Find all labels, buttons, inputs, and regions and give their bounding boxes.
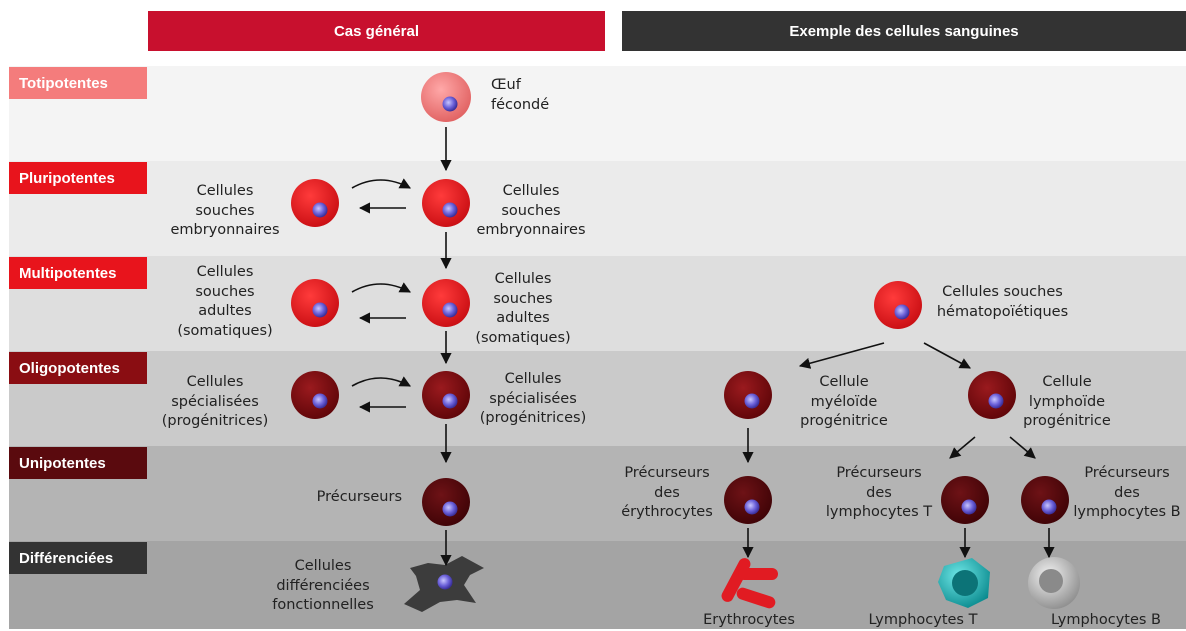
cell-lymphocyte-t — [938, 558, 990, 608]
label-multi-right: Cellules souches adultes (somatiques) — [475, 271, 571, 346]
row-label-unipotent: Unipotentes — [9, 447, 147, 479]
blood-arrows — [742, 342, 1055, 559]
label-hsc: Cellules souches hématopoïétiques — [936, 284, 1069, 320]
label-erythrocytes: Erythrocytes — [703, 612, 795, 628]
header-general: Cas général — [148, 11, 605, 51]
label-b-precursor: Précurseurs des lymphocytes B — [1073, 465, 1181, 520]
row-label-multipotent: Multipotentes — [9, 257, 147, 289]
cell-lymphocyte-b — [1028, 557, 1080, 609]
row-label-totipotent: Totipotentes — [9, 67, 147, 99]
cell-egg — [421, 72, 471, 122]
cell-myeloid — [724, 371, 772, 419]
label-pluri-right: Cellules souches embryonnaires — [476, 183, 586, 238]
label-oligo-left: Cellules spécialisées (progénitrices) — [161, 374, 269, 429]
band-totipotent — [9, 66, 1186, 161]
cell-pluri-right — [422, 179, 470, 227]
cell-multi-left — [291, 279, 339, 327]
cell-multi-right — [422, 279, 470, 327]
general-arrows — [351, 127, 452, 567]
label-oligo-right: Cellules spécialisées (progénitrices) — [479, 371, 587, 426]
cell-erythrocytes — [721, 558, 778, 609]
label-pluri-left: Cellules souches embryonnaires — [170, 183, 280, 238]
band-pluripotent — [9, 161, 1186, 256]
label-ery-precursor: Précurseurs des érythrocytes — [621, 465, 713, 520]
label-precursor: Précurseurs — [316, 489, 402, 505]
cell-precursor — [422, 478, 470, 526]
band-multipotent — [9, 256, 1186, 351]
label-lymphoid: Cellule lymphoïde progénitrice — [1023, 374, 1111, 429]
cell-b-precursor — [1021, 476, 1069, 524]
label-myeloid: Cellule myéloïde progénitrice — [800, 374, 888, 429]
cell-pluri-left — [291, 179, 339, 227]
row-label-oligopotent: Oligopotentes — [9, 352, 147, 384]
label-multi-left: Cellules souches adultes (somatiques) — [177, 264, 273, 339]
cell-ery-precursor — [724, 476, 772, 524]
cell-differentiated — [404, 556, 484, 612]
cell-oligo-right — [422, 371, 470, 419]
cell-hsc — [874, 281, 922, 329]
label-differentiated: Cellules différenciées fonctionnelles — [272, 558, 374, 613]
band-unipotent — [9, 446, 1186, 541]
label-lymphocytes-t: Lymphocytes T — [868, 612, 978, 628]
row-label-differentiated: Différenciées — [9, 542, 147, 574]
label-egg: Œuf fécondé — [491, 77, 550, 113]
row-label-pluripotent: Pluripotentes — [9, 162, 147, 194]
band-differentiated — [9, 541, 1186, 629]
cell-lymphoid — [968, 371, 1016, 419]
header-blood: Exemple des cellules sanguines — [622, 11, 1186, 51]
cell-t-precursor — [941, 476, 989, 524]
cell-oligo-left — [291, 371, 339, 419]
label-lymphocytes-b: Lymphocytes B — [1051, 612, 1161, 628]
label-t-precursor: Précurseurs des lymphocytes T — [825, 465, 933, 520]
